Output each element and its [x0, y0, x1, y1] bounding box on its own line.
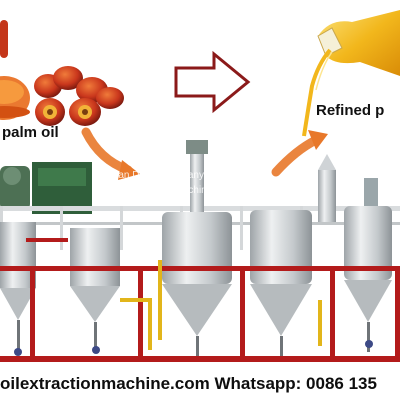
footer-bar	[0, 368, 400, 400]
source-label: palm oil	[2, 124, 59, 141]
oil-bottle-icon	[302, 10, 400, 137]
footer-contact-text: oilextractionmachine.com Whatsapp: 0086 …	[0, 374, 377, 393]
outline-arrow-icon	[174, 50, 251, 114]
oil-bowl-icon	[0, 76, 30, 120]
palm-fruit-icon	[0, 20, 124, 126]
product-label: Refined p	[316, 102, 385, 119]
watermark-company: Henan Doing Company	[100, 170, 204, 181]
watermark-url: https://cookingoilmachinery.en.china.cn	[100, 185, 274, 196]
